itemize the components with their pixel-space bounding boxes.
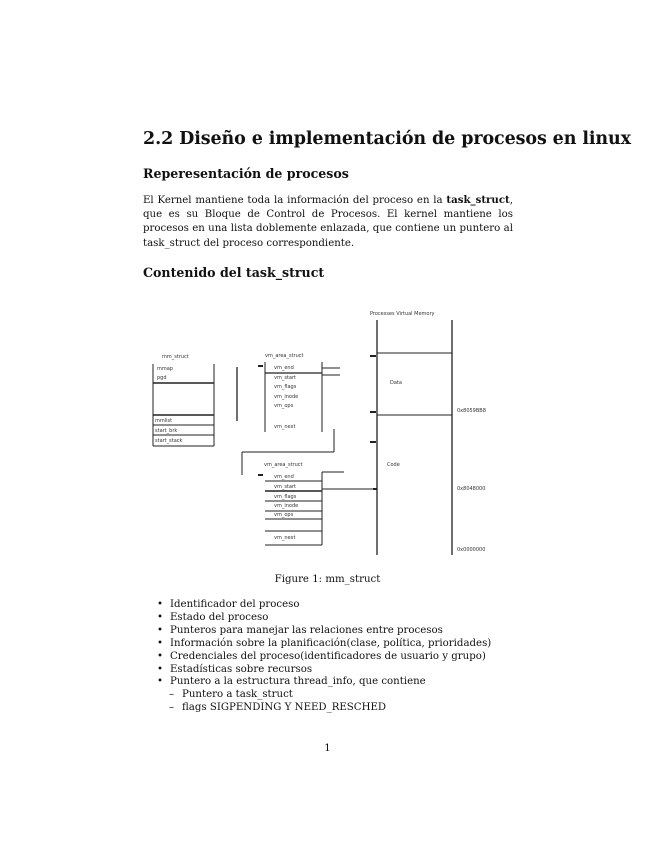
bullet-icon: • [157,676,164,688]
sub-list-item-text: flags SIGPENDING Y NEED_RESCHED [182,702,387,714]
bullet-icon: • [157,663,164,675]
vm2-field: vm_next [274,535,296,541]
list-item-text: Identificador del proceso [170,599,300,610]
list-item: • Estadísticas sobre recursos [155,664,491,677]
list-item: • Identificador del proceso [155,599,491,612]
vm1-field: vm_next [274,424,296,430]
vm2-field: vm_start [274,484,296,490]
bullet-icon: • [157,611,164,623]
subsection-heading-representation: Reperesentación de procesos [143,166,349,181]
vm2-field: vm_end [274,474,294,480]
bullet-icon: • [157,637,164,649]
list-item-text: Credenciales del proceso(identificadores… [170,650,486,662]
paragraph-text-cont: , que es su Bloque de Control de Proceso… [143,195,513,249]
mm-struct-diagram [152,320,453,555]
intro-paragraph: El Kernel mantiene toda la información d… [143,193,513,251]
vm1-field: vm_start [274,375,296,381]
vm2-field: vm_ops [274,512,294,518]
mm-field: mmlist [155,418,173,424]
sub-list-item: –flags SIGPENDING Y NEED_RESCHED [155,702,491,715]
list-item-text: Información sobre la planificación(clase… [170,637,492,649]
dash-icon: – [169,689,175,701]
subsection-heading-contents: Contenido del task_struct [143,265,325,280]
mm-field: mmap [157,366,173,372]
vm1-field: vm_end [274,365,294,371]
mm-field: start_brk [155,428,178,434]
list-item: • Punteros para manejar las relaciones en… [155,625,491,638]
list-item: • Estado del proceso [155,612,491,625]
bullet-icon: • [157,650,164,662]
bullet-icon: • [157,624,164,636]
list-item: • Puntero a la estructura thread_info, qu… [155,676,491,689]
region-code: Code [387,462,400,468]
list-item: • Credenciales del proceso(identificadore… [155,651,491,664]
bullet-icon: • [157,599,164,610]
list-item-text: Puntero a la estructura thread_info, que… [170,676,426,688]
sub-list-item-text: Puntero a task_struct [182,689,293,701]
address-label: 0x8048000 [457,486,486,492]
page-number: 1 [324,743,331,754]
vm2-field: vm_flags [274,494,297,500]
list-item-text: Punteros para manejar las relaciones ent… [170,624,443,636]
mm-field: start_stack [155,438,183,444]
vm2-field: vm_inode [274,503,299,509]
list-item-text: Estadísticas sobre recursos [170,663,313,675]
mm-field: pgd [157,375,167,381]
address-label: 0x0000000 [457,547,486,553]
figure-caption: Figure 1: mm_struct [274,574,381,585]
virtual-memory-title: Processes Virtual Memory [370,311,435,317]
vm-area-2-title: vm_area_struct [264,462,303,468]
list-item: • Información sobre la planificación(clas… [155,638,491,651]
paragraph-text: El Kernel mantiene toda la información d… [143,195,447,206]
vm-area-1-title: vm_area_struct [265,353,304,359]
vm1-field: vm_flags [274,384,297,390]
paragraph-bold-term: task_struct [446,194,510,206]
mm-struct-title: mm_struct [162,354,189,360]
sub-list-item: –Puntero a task_struct [155,689,491,702]
section-heading: 2.2 Diseño e implementación de procesos … [143,129,632,149]
vm1-field: vm_inode [274,394,299,400]
region-data: Data [390,380,402,386]
list-item-text: Estado del proceso [170,611,269,623]
address-label: 0x8059BB8 [457,408,486,414]
dash-icon: – [169,702,175,714]
task-struct-contents-list: • Identificador del proceso • Estado del p… [155,599,491,715]
vm1-field: vm_ops [274,403,294,409]
